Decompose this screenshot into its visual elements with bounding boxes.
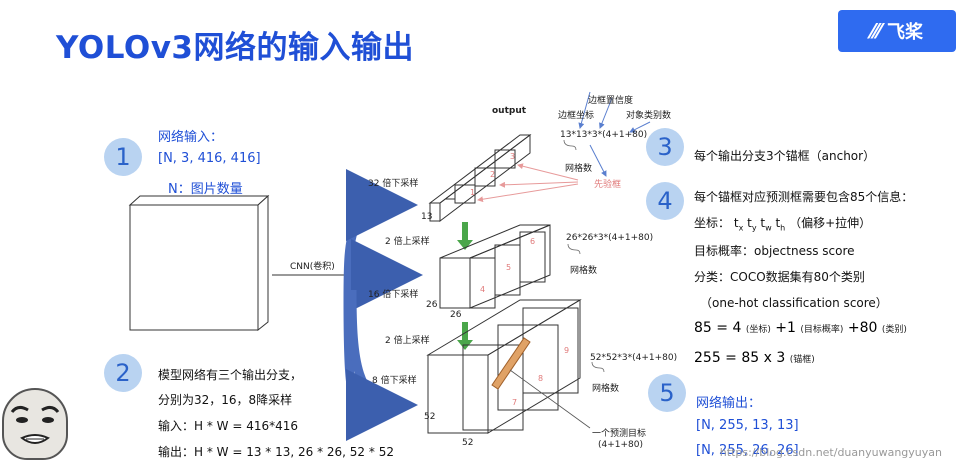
step2-line4: 输出：H * W = 13 * 13, 26 * 26, 52 * 52	[158, 445, 394, 459]
cell-num-9: 7	[512, 398, 518, 407]
cell-num-1: 3	[510, 152, 516, 161]
down16-label: 16 倍下采样	[368, 290, 419, 300]
eq85-a: 85 = 4	[694, 320, 742, 336]
grid-count-13: 网格数	[565, 164, 593, 174]
pred-formula-label: (4+1+80)	[598, 440, 644, 450]
down8-label: 8 倍下采样	[372, 376, 417, 386]
input-cube	[128, 194, 270, 332]
step4-line1: 每个锚框对应预测框需要包含85个信息：	[694, 190, 914, 204]
step1-badge: 1	[104, 138, 142, 176]
coord-label: 坐标：	[694, 216, 731, 230]
cell-num-7: 9	[564, 346, 570, 355]
paddle-logo: ⁄⁄⁄ 飞桨	[838, 10, 956, 52]
step3-text: 每个输出分支3个锚框（anchor）	[694, 149, 876, 163]
watermark: https://blog.csdn.net/duanyuwangyuyan	[719, 446, 942, 459]
output-shape-2: [N, 255, 26, 26]	[696, 443, 799, 458]
eq255-sub: (锚框)	[789, 355, 815, 365]
paddle-logo-icon: ⁄⁄⁄	[870, 19, 882, 43]
anchor-box-label: 先验框	[594, 180, 622, 190]
up2-label-a: 2 倍上采样	[385, 237, 430, 247]
up2-label-b: 2 倍上采样	[385, 336, 430, 346]
step4-badge: 4	[646, 182, 684, 220]
page-title: YOLOv3网络的输入输出	[56, 30, 414, 66]
formula-13: 13*13*3*(4+1+80)	[560, 130, 648, 140]
cell-num-2: 2	[490, 170, 496, 179]
eq85-b: +1	[775, 320, 796, 336]
output-label: output	[492, 106, 527, 116]
bbox-coord-label: 边框坐标	[558, 111, 595, 121]
step3-badge: 3	[646, 128, 684, 166]
step4-coord: 坐标： tx ty tw th （偏移+拉伸）	[694, 214, 871, 232]
output-shape-1: [N, 255, 13, 13]	[696, 418, 799, 433]
cell-num-6: 4	[480, 285, 486, 294]
anchor-conf-label: 边框置信度	[588, 96, 634, 106]
step2-line3: 输入：H * W = 416*416	[158, 419, 299, 433]
eq-255: 255 = 85 x 3 (锚框)	[694, 350, 815, 366]
output-heading: 网络输出：	[696, 396, 762, 411]
eq85-c: +80	[847, 320, 878, 336]
step2-line1: 模型网络有三个输出分支，	[158, 368, 303, 382]
feature-map-26	[439, 224, 551, 309]
cell-num-8: 8	[538, 374, 544, 383]
feature-map-52	[426, 299, 582, 434]
eq85-c-sub: (类别)	[881, 325, 907, 335]
coord-vars: tx ty tw th	[733, 216, 786, 233]
step2-badge: 2	[104, 354, 142, 392]
grid-count-26: 网格数	[570, 266, 598, 276]
feature-map-13	[428, 133, 532, 223]
input-note: N：图片数量	[168, 182, 243, 197]
step4-line3: 目标概率：objectness score	[694, 244, 855, 258]
meme-face-image	[2, 388, 68, 460]
formula-26: 26*26*3*(4+1+80)	[566, 233, 654, 243]
size-26-bottom: 26	[450, 310, 462, 320]
size-26-left: 26	[426, 300, 438, 310]
step2-line2: 分别为32，16，8降采样	[158, 393, 293, 407]
pred-target-label: 一个预测目标	[592, 429, 647, 439]
branch8-arrow	[345, 289, 418, 441]
eq85-b-sub: (目标概率)	[800, 325, 844, 335]
cell-num-5: 5	[506, 263, 512, 272]
input-heading: 网络输入：	[158, 130, 224, 145]
cell-num-3: 1	[470, 188, 476, 197]
size-13: 13	[421, 212, 433, 222]
class-count-label: 对象类别数	[626, 111, 672, 121]
step4-line5: （one-hot classification score）	[700, 296, 888, 310]
logo-text: 飞桨	[887, 22, 924, 43]
cnn-label: CNN(卷积)	[290, 262, 335, 272]
input-shape: [N, 3, 416, 416]	[158, 151, 261, 166]
formula-52: 52*52*3*(4+1+80)	[590, 353, 678, 363]
eq255: 255 = 85 x 3	[694, 350, 786, 366]
down32-label: 32 倍下采样	[368, 179, 419, 189]
size-52-left: 52	[424, 412, 436, 422]
eq85-a-sub: (坐标)	[745, 325, 771, 335]
coord-note: （偏移+拉伸）	[789, 216, 872, 230]
grid-count-52: 网格数	[592, 384, 620, 394]
prediction-cell	[491, 337, 531, 390]
step5-badge: 5	[648, 374, 686, 412]
size-52-bottom: 52	[462, 438, 474, 448]
eq-85: 85 = 4 (坐标) +1 (目标概率) +80 (类别)	[694, 320, 907, 336]
step4-line4: 分类：COCO数据集有80个类别	[694, 270, 865, 284]
cell-num-4: 6	[530, 237, 536, 246]
